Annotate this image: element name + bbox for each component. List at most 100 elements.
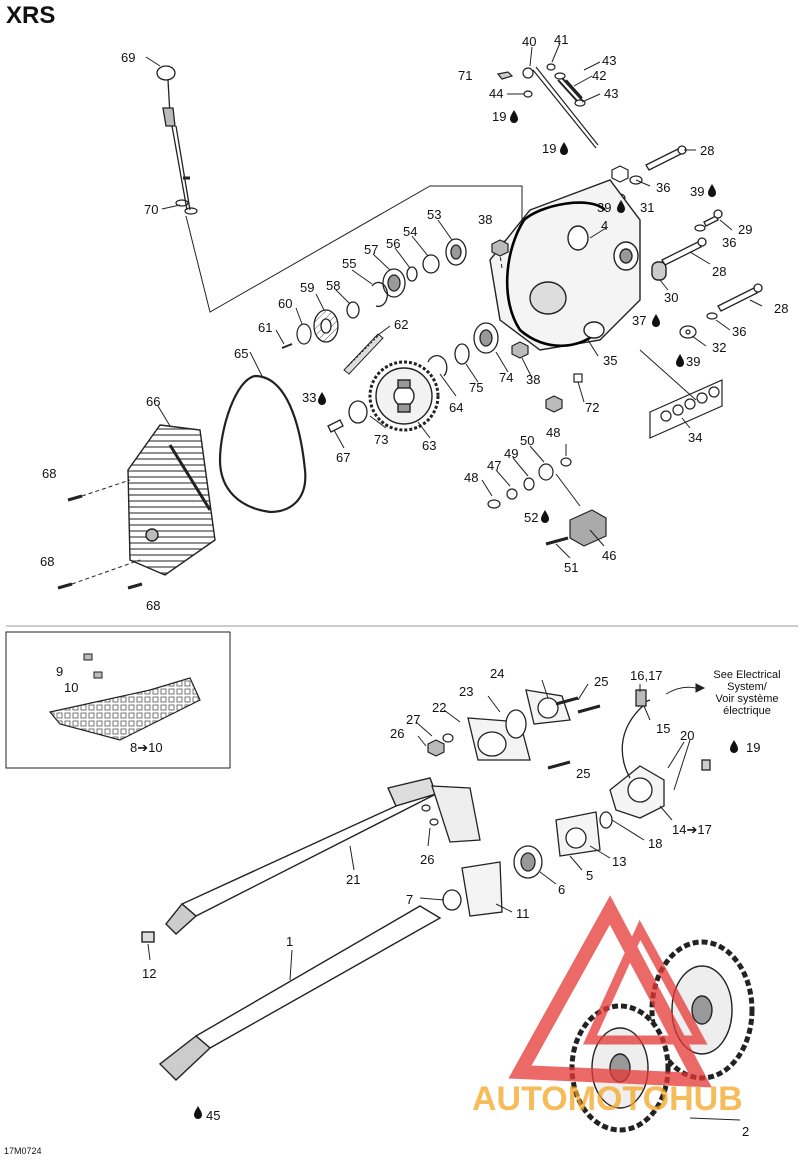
callout-7: 7: [406, 892, 413, 907]
chaincase-housing: [489, 179, 667, 351]
callout-35: 35: [603, 353, 617, 368]
electrical-note-line: See Electrical: [713, 669, 781, 681]
oil-drop-icon: [730, 740, 738, 753]
callout-24: 24: [490, 666, 504, 681]
callout-52: 52: [524, 510, 538, 525]
callout-68: 68: [40, 554, 54, 569]
callout-25: 25: [594, 674, 608, 689]
callout-2: 2: [742, 1124, 749, 1139]
drive-axle-21: [141, 777, 437, 943]
bracket-22-23-24: [431, 689, 571, 843]
orings-70: [175, 199, 198, 215]
oil-drop-icon: [708, 184, 716, 197]
callout-39: 39: [686, 354, 700, 369]
callout-33: 33: [302, 390, 316, 405]
gear-63: [368, 360, 440, 432]
electrical-note-line: électrique: [723, 705, 771, 717]
callout-74: 74: [499, 370, 513, 385]
callout-6: 6: [558, 882, 565, 897]
callout-45: 45: [206, 1108, 220, 1123]
oil-drop-icon: [652, 314, 660, 327]
tensioner-46-51: [487, 457, 607, 547]
leader-dipstick: [185, 185, 523, 313]
oring-65: [218, 374, 307, 514]
hub-60-61: [281, 323, 312, 349]
callout-23: 23: [459, 684, 473, 699]
electrical-note-line: System/: [727, 681, 767, 693]
callout-22: 22: [432, 700, 446, 715]
watermark-text: AUTOMOTOHUB: [472, 1080, 743, 1118]
callout-53: 53: [427, 207, 441, 222]
callout-41: 41: [554, 32, 568, 47]
callout-27: 27: [406, 712, 420, 727]
callout-68: 68: [42, 466, 56, 481]
callout-48: 48: [464, 470, 478, 485]
callout-70: 70: [144, 202, 158, 217]
callout-26: 26: [420, 852, 434, 867]
callout-21: 21: [346, 872, 360, 887]
callout-66: 66: [146, 394, 160, 409]
callout-34: 34: [688, 430, 702, 445]
callout-8-10: 8➔10: [130, 740, 163, 755]
callout-67: 67: [336, 450, 350, 465]
callout-58: 58: [326, 278, 340, 293]
callout-43: 43: [604, 86, 618, 101]
callout-64: 64: [449, 400, 463, 415]
small-bolts-25-26-27: [421, 696, 601, 826]
callout-36: 36: [732, 324, 746, 339]
callout-37: 37: [632, 313, 646, 328]
callout-12: 12: [142, 966, 156, 981]
callout-29: 29: [738, 222, 752, 237]
callout-63: 63: [422, 438, 436, 453]
callout-38: 38: [526, 372, 540, 387]
electrical-note-line: Voir système: [715, 693, 779, 705]
callout-38: 38: [478, 212, 492, 227]
callout-49: 49: [504, 446, 518, 461]
callout-13: 13: [612, 854, 626, 869]
callout-28: 28: [700, 143, 714, 158]
oil-drop-icon: [510, 110, 518, 123]
electrical-system-note: See Electrical System/ Voir système élec…: [698, 669, 796, 717]
callout-47: 47: [487, 458, 501, 473]
oil-drop-icon: [560, 142, 568, 155]
callout-56: 56: [386, 236, 400, 251]
callout-65: 65: [234, 346, 248, 361]
callout-1: 1: [286, 934, 293, 949]
callout-39: 39: [597, 200, 611, 215]
callout-28: 28: [712, 264, 726, 279]
callout-9: 9: [56, 664, 63, 679]
callout-57: 57: [364, 242, 378, 257]
callout-19: 19: [746, 740, 760, 755]
callout-61: 61: [258, 320, 272, 335]
callout-48: 48: [546, 425, 560, 440]
oil-drop-icon: [541, 510, 549, 523]
callout-72: 72: [585, 400, 599, 415]
drawing-code: 17M0724: [4, 1146, 42, 1156]
callout-4: 4: [601, 218, 608, 233]
callout-60: 60: [278, 296, 292, 311]
callout-40: 40: [522, 34, 536, 49]
housing-5-6-13-11: [442, 811, 601, 917]
callout-28: 28: [774, 301, 788, 316]
shaft-bearings-53-58: [346, 238, 467, 319]
callout-leaders: [145, 42, 763, 1121]
callout-25: 25: [576, 766, 590, 781]
callout-55: 55: [342, 256, 356, 271]
oil-drop-icon: [676, 354, 684, 367]
callout-62: 62: [394, 317, 408, 332]
callout-labels: 69 70 71 40 41 43 42 44 43 19 19 28 36 3…: [40, 32, 788, 1139]
callout-39: 39: [690, 184, 704, 199]
callout-50: 50: [520, 433, 534, 448]
parts-64-75-74-73-67: [327, 322, 499, 433]
callout-18: 18: [648, 836, 662, 851]
callout-73: 73: [374, 432, 388, 447]
callout-20: 20: [680, 728, 694, 743]
callout-26: 26: [390, 726, 404, 741]
callout-68: 68: [146, 598, 160, 613]
bolts-68: [57, 479, 143, 590]
callout-42: 42: [592, 68, 606, 83]
speed-sensor-15-20: [599, 689, 711, 829]
drive-axle-1: [158, 905, 442, 1081]
